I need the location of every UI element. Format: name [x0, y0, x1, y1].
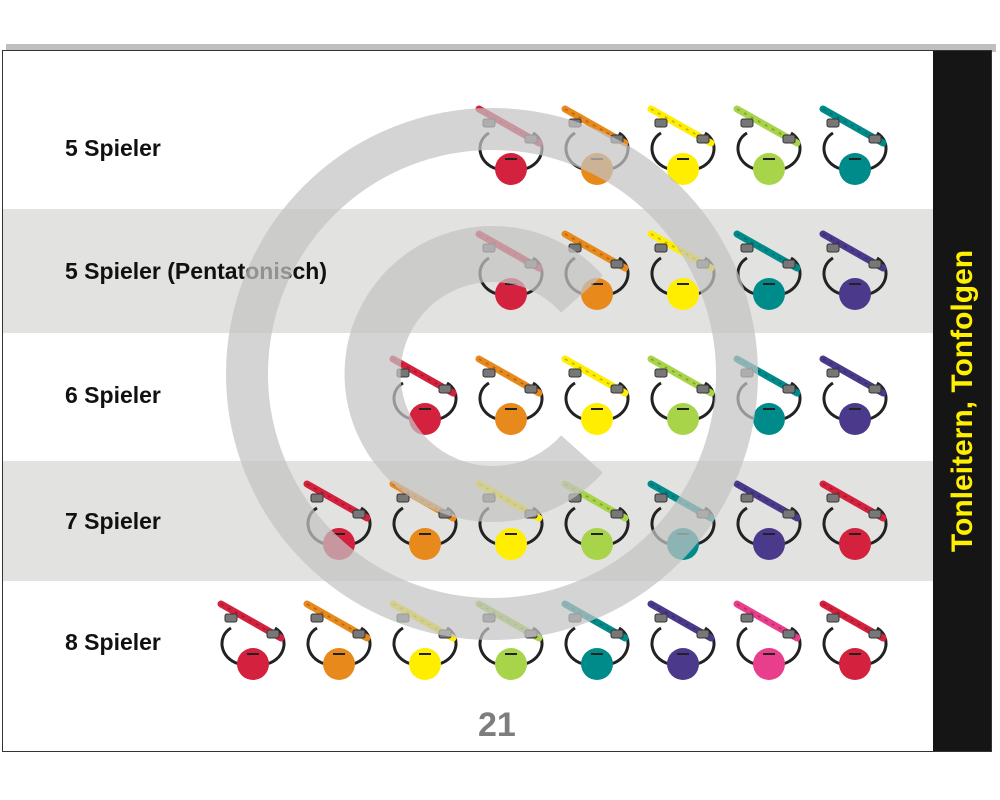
player-figure-3-5 [733, 355, 802, 435]
row-label-7-spieler: 7 Spieler [65, 508, 161, 534]
player-figure-1-3 [647, 105, 716, 185]
player-figure-3-4 [647, 355, 716, 435]
player-figure-5-7 [733, 600, 802, 680]
player-figure-3-3 [561, 355, 630, 435]
row-label-8-spieler: 8 Spieler [65, 629, 161, 655]
page-number: 21 [478, 706, 516, 744]
player-figure-5-2 [303, 600, 372, 680]
player-figure-2-5 [819, 230, 888, 310]
player-figure-1-4 [733, 105, 802, 185]
page: 5 Spieler 5 Spieler (Pentatonisch) 6 Spi… [2, 50, 992, 752]
player-figure-4-4 [561, 480, 630, 560]
player-figure-4-1 [303, 480, 372, 560]
sidebar-title: Tonleitern, Tonfolgen [946, 249, 979, 553]
player-figure-4-3 [475, 480, 544, 560]
player-figure-3-1 [389, 355, 458, 435]
sidebar: Tonleitern, Tonfolgen [933, 51, 991, 751]
player-figure-4-5 [647, 480, 716, 560]
player-figure-2-3 [647, 230, 716, 310]
player-figure-1-2 [561, 105, 630, 185]
player-figure-5-5 [561, 600, 630, 680]
player-figure-1-1 [475, 105, 544, 185]
page-shadow [6, 44, 996, 52]
row-label-5-spieler: 5 Spieler [65, 135, 161, 161]
player-figure-5-6 [647, 600, 716, 680]
player-figure-3-2 [475, 355, 544, 435]
player-figure-2-1 [475, 230, 544, 310]
player-figure-2-2 [561, 230, 630, 310]
player-figure-2-4 [733, 230, 802, 310]
row-label-5-spieler-pentatonisch: 5 Spieler (Pentatonisch) [65, 258, 328, 284]
player-figure-5-4 [475, 600, 544, 680]
player-figure-3-6 [819, 355, 888, 435]
row-label-6-spieler: 6 Spieler [65, 382, 161, 408]
player-figure-4-6 [733, 480, 802, 560]
player-figure-5-1 [217, 600, 286, 680]
player-figure-5-3 [389, 600, 458, 680]
player-figure-1-5 [819, 105, 888, 185]
player-figure-5-8 [819, 600, 888, 680]
player-figure-4-2 [389, 480, 458, 560]
player-figure-4-7 [819, 480, 888, 560]
